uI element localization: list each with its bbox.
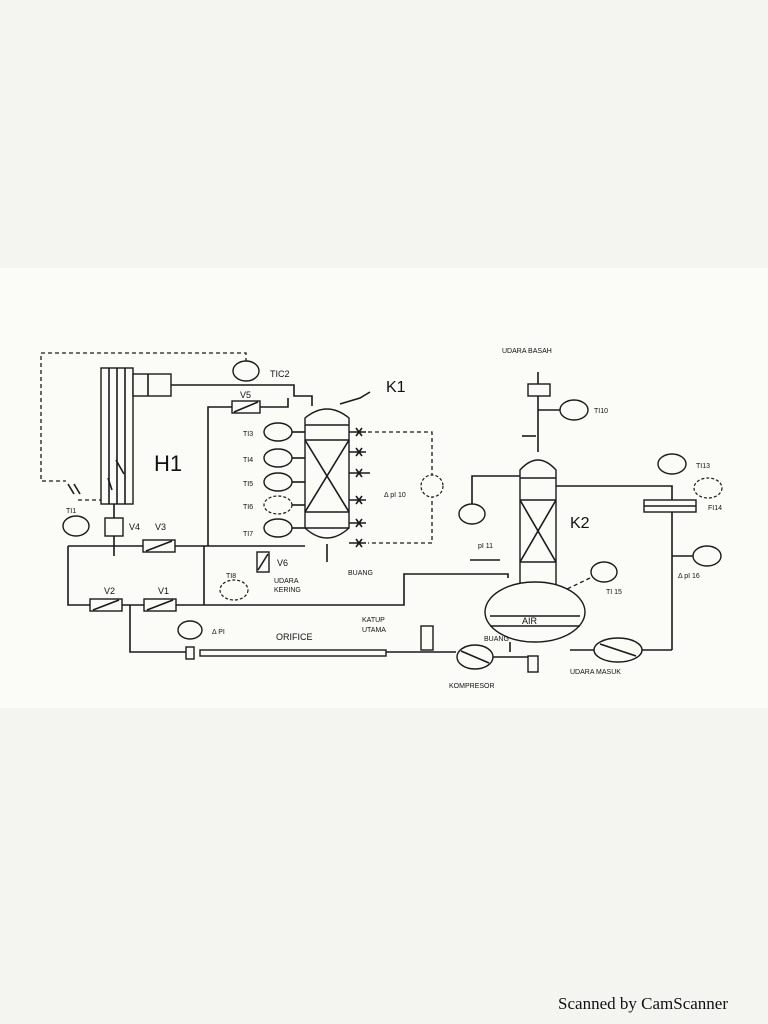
- label-ti6: TI6: [243, 504, 253, 511]
- control-signal-tic2: [40, 352, 247, 482]
- label-ti15: TI 15: [606, 589, 622, 596]
- label-orifice: ORIFICE: [276, 632, 313, 642]
- instrument-ti13: [657, 453, 687, 475]
- label-v3: V3: [155, 522, 166, 532]
- instrument-dpi10: [420, 474, 444, 498]
- label-ti10: TI10: [594, 408, 608, 415]
- pressure-relief: [420, 625, 434, 651]
- label-dpi1: Δ PI: [212, 629, 225, 636]
- instrument-fi14-display: [693, 477, 723, 499]
- k1-pointer: [339, 391, 371, 405]
- instrument-ti15: [590, 561, 618, 583]
- pipe-v5-bypass: [207, 406, 232, 546]
- instrument-ti10: [559, 399, 589, 421]
- valve-v4: [104, 517, 124, 537]
- label-v4: V4: [129, 522, 140, 532]
- vent-cap: [527, 383, 551, 397]
- label-h1: H1: [154, 451, 182, 476]
- label-ti13: TI13: [696, 463, 710, 470]
- orifice-plate: [185, 646, 195, 660]
- label-v1: V1: [158, 586, 169, 596]
- label-tic2: TIC2: [270, 369, 290, 379]
- label-ti5: TI5: [243, 481, 253, 488]
- pipe-k2-right: [556, 485, 673, 650]
- label-ti7: TI7: [243, 531, 253, 538]
- signal-mark-2: [73, 483, 81, 495]
- label-dpi10: Δ pI 10: [384, 492, 406, 499]
- label-pi11: pI 11: [478, 543, 493, 550]
- scanner-watermark: Scanned by CamScanner: [558, 994, 728, 1013]
- label-k2: K2: [570, 515, 590, 532]
- label-ti8: TI8: [226, 573, 236, 580]
- orifice-pipe: [199, 649, 387, 657]
- label-katup-1: KATUP: [362, 617, 385, 624]
- label-ti4: TI4: [243, 457, 253, 464]
- label-kompresor: KOMPRESOR: [449, 683, 495, 690]
- signal-mark-1: [67, 483, 75, 495]
- k1-side-valves: [349, 427, 370, 548]
- k1-thermometers: [263, 422, 305, 538]
- inlet-filter: [527, 655, 539, 673]
- pipe-k2-left: [471, 475, 520, 504]
- label-v2: V2: [104, 586, 115, 596]
- label-udara-masuk: UDARA MASUK: [570, 669, 621, 676]
- instrument-dpi1: [177, 620, 203, 640]
- pipe-left-vertical: [67, 546, 90, 606]
- label-fi14: FI14: [708, 505, 722, 512]
- instrument-ti8: [219, 579, 249, 601]
- column-k1: [304, 408, 350, 562]
- label-udara-basah: UDARA BASAH: [502, 348, 552, 355]
- label-v5: V5: [240, 390, 251, 400]
- pipe-orifice-left: [129, 605, 186, 653]
- instrument-ti1: [62, 515, 90, 537]
- pipe-v5-out: [260, 398, 289, 408]
- label-air: AIR: [522, 616, 538, 626]
- instrument-dpi16: [692, 545, 722, 567]
- vessel-k2: [484, 459, 586, 643]
- label-k1: K1: [386, 379, 406, 396]
- label-buang-2: BUANG: [484, 636, 509, 643]
- label-katup-2: UTAMA: [362, 627, 386, 634]
- label-ti3: TI3: [243, 431, 253, 438]
- label-dpi16: Δ pI 16: [678, 573, 700, 580]
- label-ti1: TI1: [66, 508, 76, 515]
- label-udara-kering-1: UDARA: [274, 578, 299, 585]
- heater-h1: [100, 367, 172, 505]
- pipe-katup-utama: [176, 573, 509, 606]
- pipe-h1-to-k1: [171, 384, 313, 406]
- label-v6: V6: [277, 558, 288, 568]
- instrument-k2-left: [458, 503, 486, 525]
- instrument-tic2: [232, 360, 260, 382]
- signal-ti15: [564, 577, 591, 591]
- label-buang-1: BUANG: [348, 570, 373, 577]
- label-udara-kering-2: KERING: [274, 587, 301, 594]
